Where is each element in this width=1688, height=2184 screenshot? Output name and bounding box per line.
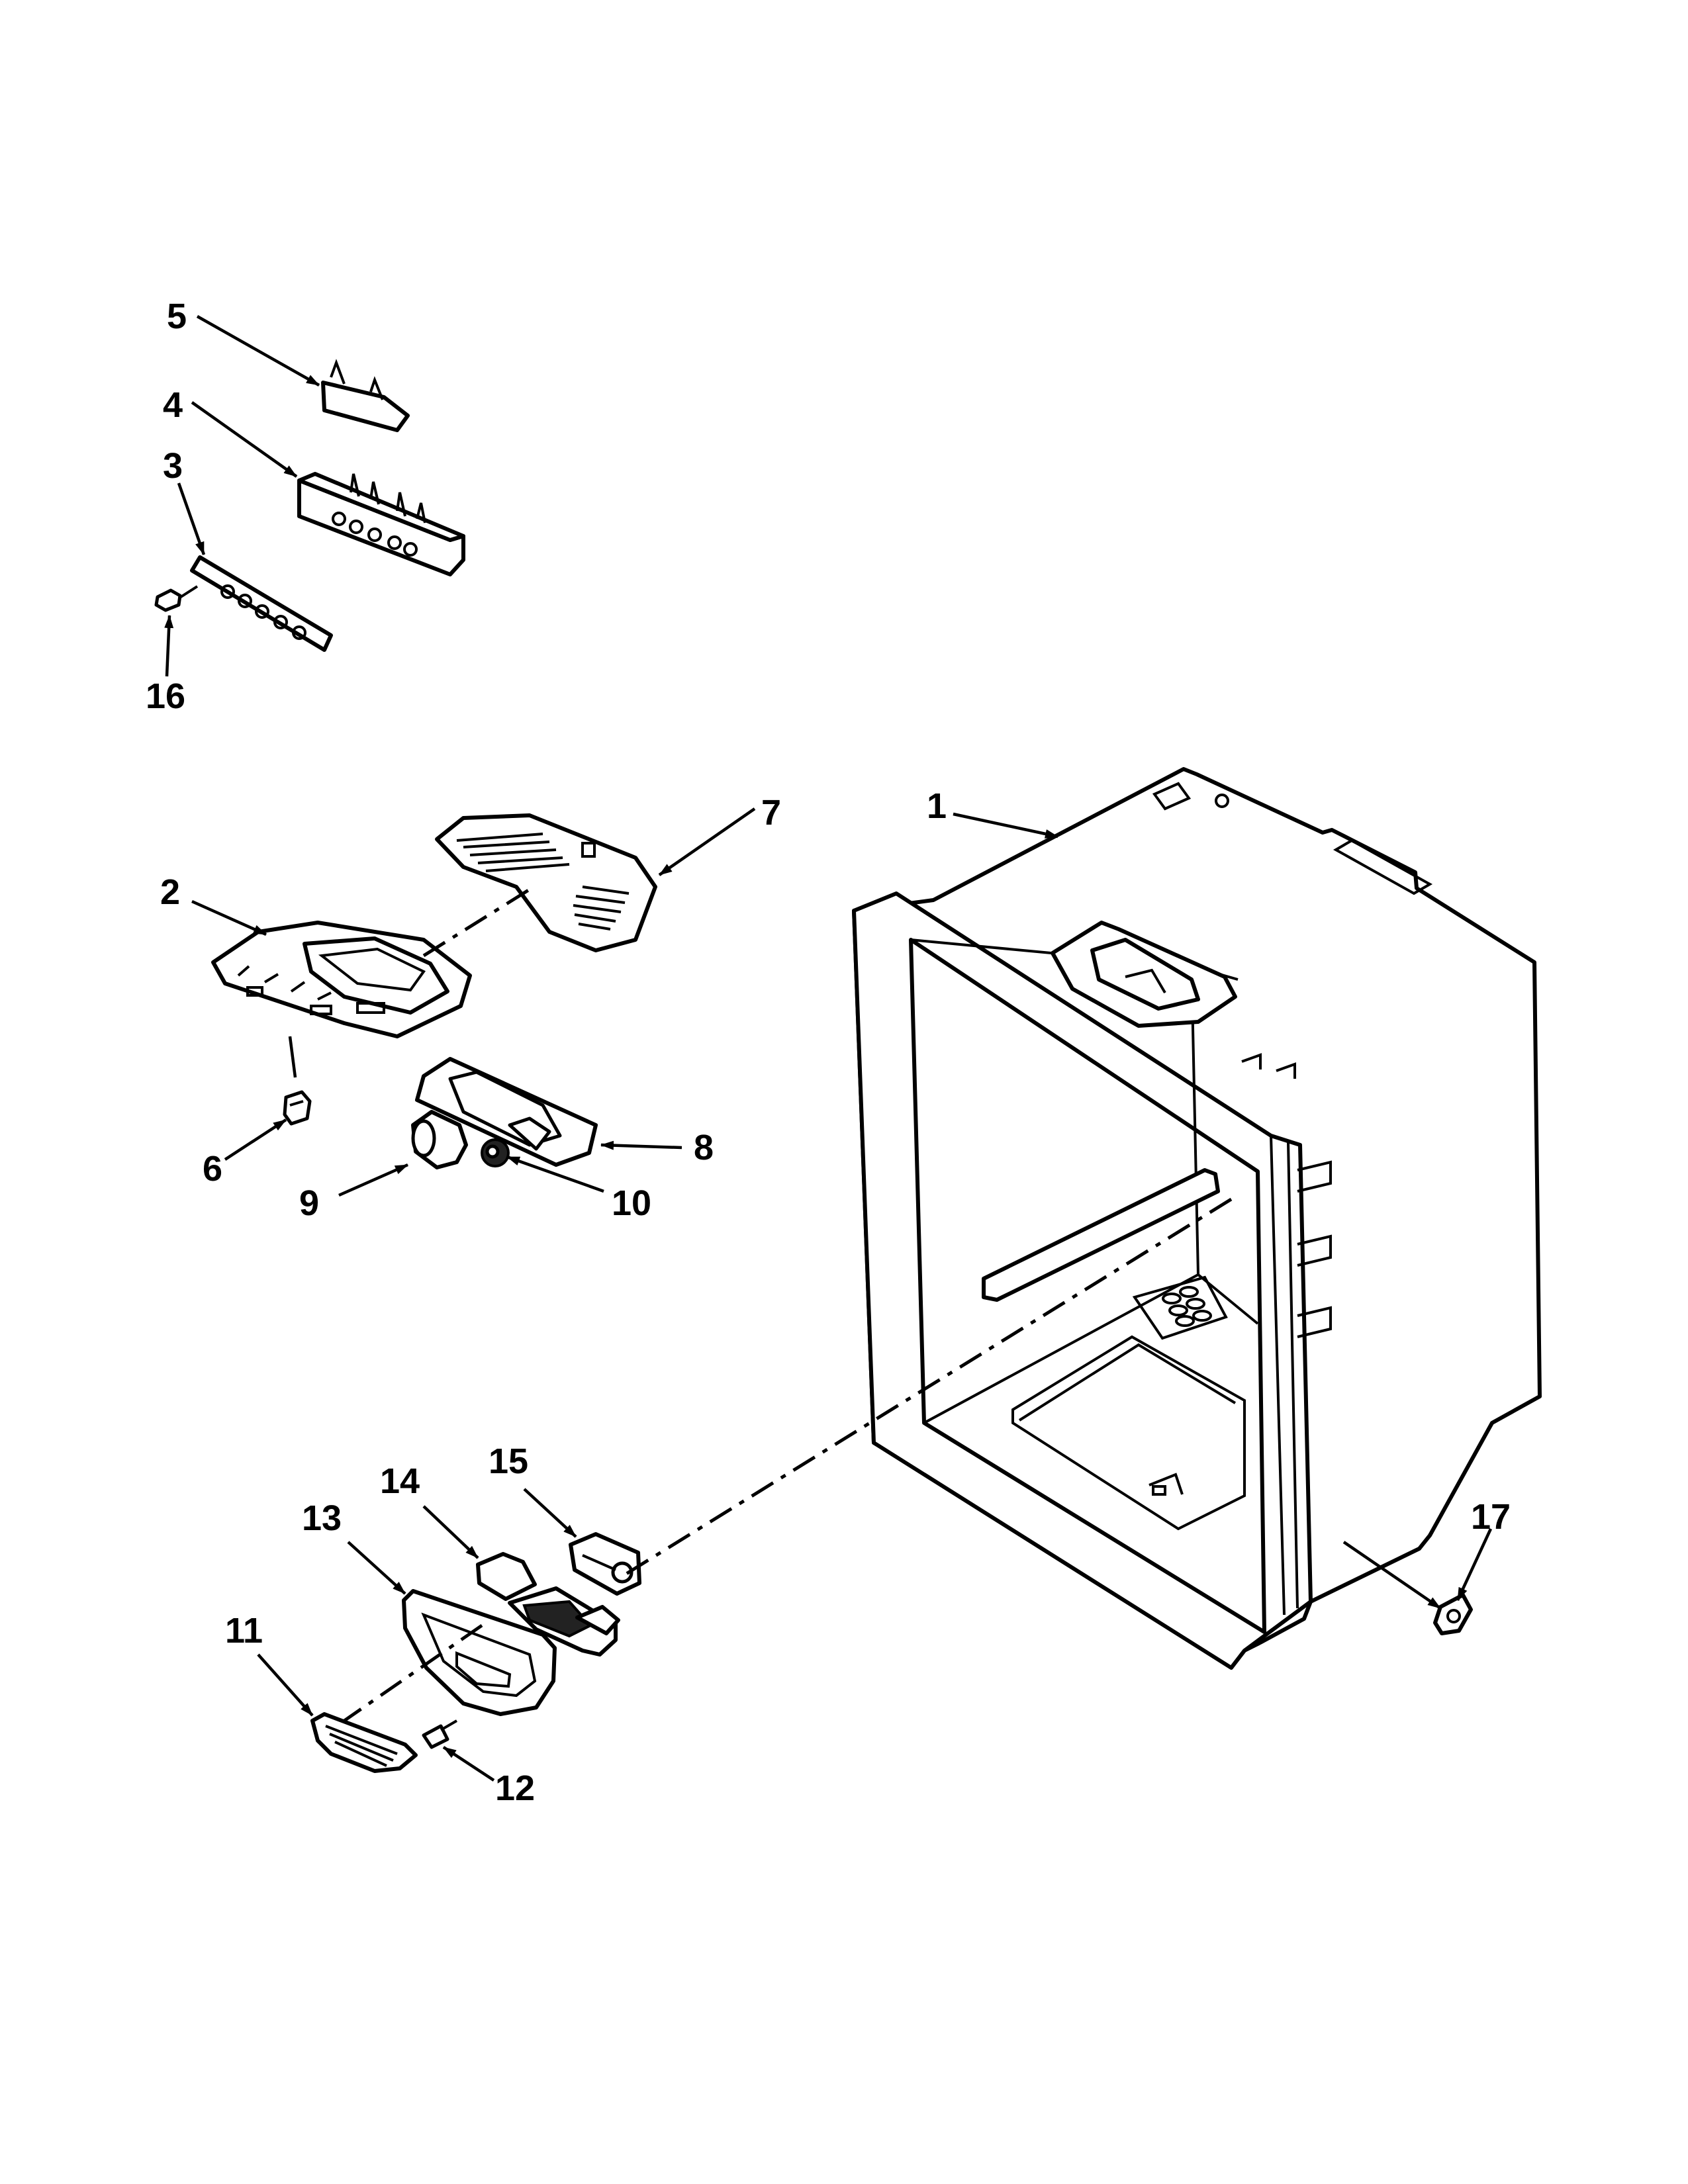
callout-1: 1 [927, 786, 947, 826]
callout-labels: 1 2 3 4 5 6 7 8 9 10 11 12 13 14 15 16 1… [146, 296, 1511, 1808]
leader-lines [164, 315, 1493, 1782]
part-2-control-housing [211, 921, 472, 1078]
callout-11: 11 [225, 1611, 263, 1651]
part-10-gear [481, 1138, 510, 1167]
part-15-switch [569, 1532, 641, 1596]
part-16-screw [154, 585, 199, 612]
part-3-control-board [190, 555, 333, 652]
part-11-paddle-cover [310, 1712, 418, 1773]
part-4-control-bracket [297, 472, 465, 576]
callout-5: 5 [167, 296, 187, 336]
assembly-lines [343, 887, 1233, 1723]
callout-15: 15 [489, 1441, 528, 1481]
callout-9: 9 [299, 1183, 319, 1223]
callout-7: 7 [761, 793, 781, 833]
part-12-screw [422, 1719, 458, 1749]
part-1-liner [852, 767, 1542, 1670]
callout-10: 10 [612, 1183, 651, 1223]
callout-17: 17 [1471, 1497, 1511, 1537]
callout-12: 12 [495, 1768, 535, 1808]
callout-14: 14 [380, 1461, 420, 1501]
callout-13: 13 [302, 1498, 342, 1538]
part-9-knob [411, 1110, 468, 1169]
part-17-foot [1433, 1593, 1473, 1635]
callout-4: 4 [163, 385, 183, 425]
part-6-clip [283, 1090, 312, 1126]
part-8-switch-housing [415, 1057, 598, 1167]
callout-3: 3 [163, 446, 183, 486]
callout-8: 8 [694, 1128, 714, 1167]
part-13-handle-frame [402, 1589, 557, 1716]
callout-2: 2 [160, 872, 180, 912]
callout-6: 6 [203, 1149, 222, 1189]
callout-16: 16 [146, 676, 185, 716]
part-7-vent-cover [435, 813, 657, 952]
part-5-bracket [321, 359, 410, 432]
part-14-dispenser-lever [476, 1552, 620, 1657]
